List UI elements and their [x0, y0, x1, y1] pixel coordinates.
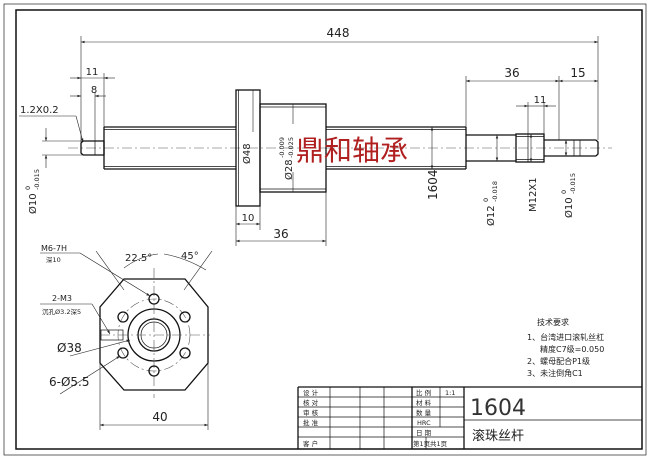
right-shaft-dia-dim: Ø10	[563, 197, 575, 218]
nut-length-dim: 36	[273, 227, 288, 241]
notes-title: 技术要求	[537, 317, 569, 327]
thread-dia-dim: 1604	[426, 169, 440, 200]
left-shaft-dia-dim: Ø10	[27, 193, 39, 214]
tb-label-customer: 客 户	[303, 439, 318, 448]
right-15-dim: 15	[570, 66, 585, 80]
notes-line-4: 3、未注倒角C1	[527, 368, 583, 378]
shaft-side-view	[68, 89, 612, 207]
tb-label-approve: 批 准	[303, 418, 319, 427]
watermark: 鼎和轴承	[296, 134, 408, 167]
notes-line-1: 1、台湾进口滚轧丝杠	[527, 332, 604, 342]
bolt-circle-dim: Ø38	[57, 341, 82, 355]
notes-line-2: 精度C7级=0.050	[540, 344, 604, 354]
mid-shaft-dia-dim: Ø12	[485, 205, 497, 226]
mid-shaft-tol-upper: 0	[482, 198, 490, 202]
holes-spec-dim: 6-Ø5.5	[49, 375, 90, 389]
tap-spec-label: M6-7H	[41, 244, 67, 253]
tb-part-number: 1604	[470, 396, 526, 421]
left-shaft-tol-lower: -0.015	[33, 169, 41, 190]
left-end-11-dim: 11	[86, 67, 99, 78]
title-block: 设 计 核 对 审 核 批 准 客 户 比 例 1:1 材 料 数 量 HRC …	[297, 386, 642, 449]
hole-counterbore-label: 沉孔Ø3.2深5	[42, 307, 81, 316]
angle-b-dim: 45°	[181, 251, 199, 262]
tb-ratio-value: 1:1	[445, 389, 455, 397]
tb-quantity-label: 数 量	[416, 408, 432, 417]
right-shaft-tol-upper: 0	[560, 190, 568, 194]
tap-depth-label: 深10	[46, 255, 61, 264]
tb-label-design: 设 计	[303, 388, 319, 397]
notes-line-3: 2、螺母配合P1级	[527, 356, 590, 366]
tb-label-review: 审 核	[303, 408, 319, 417]
tb-material-label: 材 料	[416, 398, 432, 407]
flange-dimensions: 22.5° 45° M6-7H 深10 2-M3 沉孔Ø3.2深5 Ø38 6-…	[40, 244, 209, 430]
shaft-dimensions: 448 11 8 1.2X0.2 Ø10 0 -0.015 Ø48	[19, 26, 599, 246]
left-end-8-dim: 8	[91, 85, 97, 96]
tb-date-label: 日 期	[416, 429, 432, 437]
flange-width-dim: 40	[152, 410, 167, 424]
inner-frame	[15, 9, 643, 450]
chamfer-dim: 1.2X0.2	[20, 105, 59, 116]
tb-sheet-index: 第1页	[413, 439, 431, 448]
flange-dia-dim: Ø48	[241, 143, 253, 164]
tb-part-name: 滚珠丝杆	[472, 428, 524, 444]
total-length-dim: 448	[327, 26, 350, 40]
angle-a-dim: 22.5°	[125, 253, 152, 264]
nut-tol-lower: -0.025	[287, 137, 295, 158]
hole-spec-label: 2-M3	[52, 294, 72, 303]
tb-ratio-label: 比 例	[416, 388, 431, 397]
right-36-dim: 36	[504, 66, 519, 80]
nut-dia-dim: Ø28	[283, 159, 295, 180]
right-11-dim: 11	[534, 95, 547, 106]
tb-hardness-value: HRC	[417, 419, 431, 427]
mid-shaft-tol-lower: -0.018	[491, 181, 499, 202]
flange-end-view	[95, 250, 213, 398]
tb-label-check: 核 对	[303, 398, 319, 407]
thread-label-dim: M12X1	[528, 177, 539, 212]
outer-frame	[3, 3, 647, 456]
tb-sheet-total: 共1页	[430, 439, 448, 448]
nut-tol-upper: -0.009	[278, 137, 286, 158]
technical-notes: 技术要求 1、台湾进口滚轧丝杠 精度C7级=0.050 2、螺母配合P1级 3、…	[527, 317, 604, 378]
left-shaft-tol-upper: 0	[24, 186, 32, 190]
flange-thickness-dim: 10	[242, 213, 255, 224]
right-shaft-tol-lower: -0.015	[569, 173, 577, 194]
